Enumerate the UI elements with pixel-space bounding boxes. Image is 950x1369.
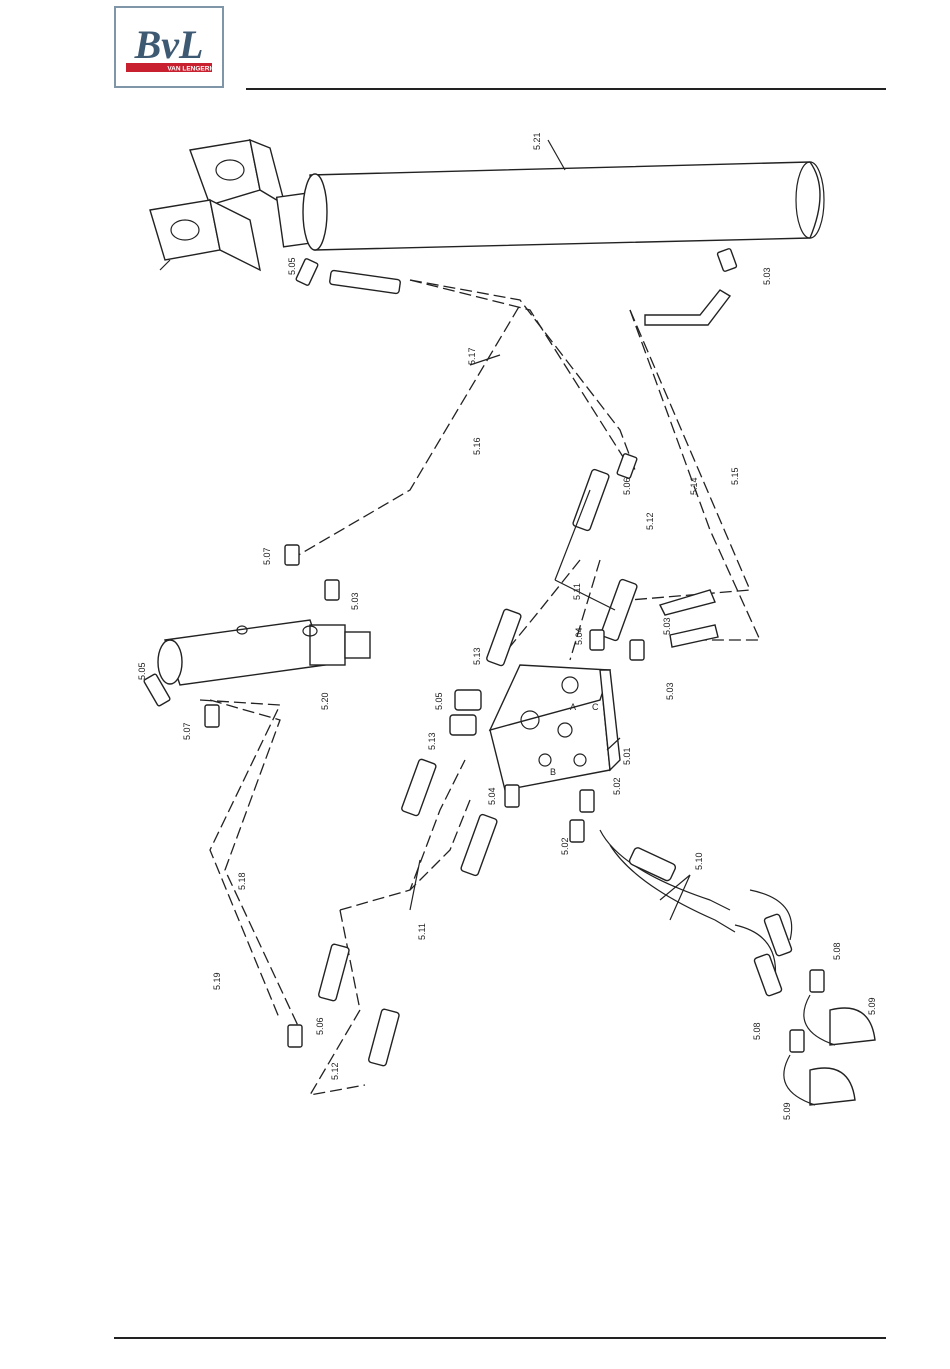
valve-block: A B C: [490, 665, 620, 790]
port-label-c: C: [592, 702, 599, 712]
callout-5-12-lower: 5.12: [330, 1062, 340, 1080]
pressure-hoses: [600, 830, 875, 1105]
callout-5-03-middle: 5.03: [350, 592, 360, 610]
footer-rule: [114, 1337, 886, 1339]
callout-5-05-top: 5.05: [287, 257, 297, 275]
callout-5-05-left: 5.05: [137, 662, 147, 680]
callout-5-05-block: 5.05: [434, 692, 444, 710]
callout-5-09-left: 5.09: [782, 1102, 792, 1120]
callout-5-12-top: 5.12: [645, 512, 655, 530]
callout-5-02-lower: 5.02: [560, 837, 570, 855]
callout-5-11-lower: 5.11: [417, 923, 427, 940]
hydraulic-exploded-drawing: A B C: [110, 110, 890, 1130]
logo-subtitle: VAN LENGERICH: [167, 66, 221, 73]
callout-5-09-right: 5.09: [867, 997, 877, 1015]
callout-5-06-lower: 5.06: [315, 1017, 325, 1035]
callout-5-13-lower: 5.13: [427, 732, 437, 750]
callout-5-18: 5.18: [237, 872, 247, 890]
callout-5-21: 5.21: [532, 132, 542, 150]
callout-5-17: 5.17: [467, 347, 477, 365]
callout-5-14: 5.14: [689, 477, 699, 495]
port-label-b: B: [550, 767, 556, 777]
callout-5-16: 5.16: [472, 437, 482, 455]
callout-5-08-left: 5.08: [752, 1022, 762, 1040]
callout-5-03-lower: 5.03: [665, 682, 675, 700]
callout-5-08-right: 5.08: [832, 942, 842, 960]
callout-5-20: 5.20: [320, 692, 330, 710]
callout-5-04-lower: 5.04: [487, 787, 497, 805]
callout-5-07-top: 5.07: [262, 547, 272, 565]
port-label-a: A: [570, 702, 576, 712]
callout-5-02-right: 5.02: [612, 777, 622, 795]
callout-5-13-top: 5.13: [472, 647, 482, 665]
callout-5-19: 5.19: [212, 972, 222, 990]
company-logo: BvL VAN LENGERICH: [114, 6, 224, 88]
logo-mark: BvL: [134, 22, 204, 67]
callout-5-06-top: 5.06: [622, 477, 632, 495]
callout-5-11-top: 5.11: [572, 583, 582, 600]
callout-5-15: 5.15: [730, 467, 740, 485]
callout-5-07-left: 5.07: [182, 722, 192, 740]
callout-5-03-top: 5.03: [762, 267, 772, 285]
callout-5-03-right: 5.03: [662, 617, 672, 635]
small-hydraulic-cylinder: [158, 620, 370, 685]
hose-lines: [200, 280, 760, 1095]
callout-5-10: 5.10: [694, 852, 704, 870]
callout-5-01: 5.01: [622, 747, 632, 765]
callout-5-04-top: 5.04: [574, 627, 584, 645]
header-rule: [246, 88, 886, 90]
